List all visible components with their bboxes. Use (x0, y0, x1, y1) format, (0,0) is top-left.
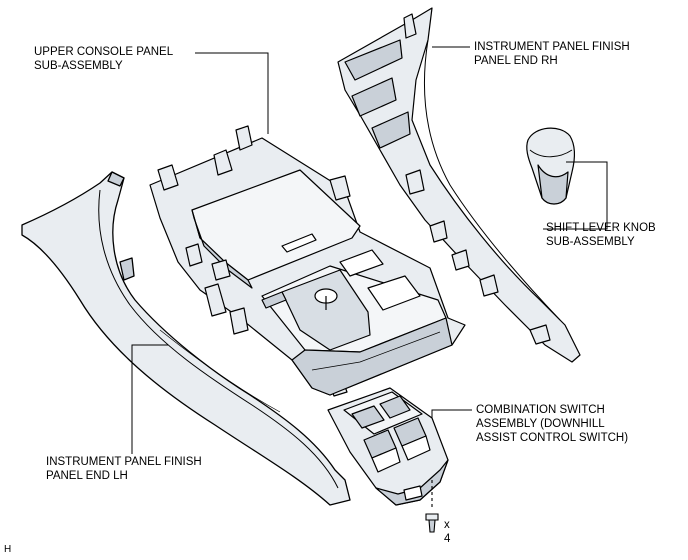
shift-lever-knob-part (526, 127, 575, 205)
label-line: SUB-ASSEMBLY (546, 236, 635, 248)
leader-lines (131, 46, 608, 454)
label-instrument-panel-rh: INSTRUMENT PANEL FINISH PANEL END RH (474, 40, 630, 68)
combination-switch-part (327, 387, 449, 506)
label-line: PANEL END RH (474, 55, 558, 67)
label-line: PANEL END LH (46, 470, 128, 482)
label-upper-console-panel: UPPER CONSOLE PANEL SUB-ASSEMBLY (34, 45, 173, 73)
instrument-panel-finish-rh-part (337, 7, 581, 363)
label-line: INSTRUMENT PANEL FINISH (46, 456, 202, 468)
label-line: UPPER CONSOLE PANEL (34, 46, 174, 58)
screw-part (425, 480, 439, 533)
screw-quantity-count: 4 (444, 533, 451, 545)
label-line: ASSEMBLY (DOWNHILL (476, 418, 605, 430)
instrument-panel-finish-lh-part (21, 171, 351, 506)
label-shift-lever-knob: SHIFT LEVER KNOB SUB-ASSEMBLY (546, 221, 656, 249)
corner-reference-letter: H (4, 544, 12, 555)
label-instrument-panel-lh: INSTRUMENT PANEL FINISH PANEL END LH (46, 455, 202, 483)
label-line: COMBINATION SWITCH (476, 404, 605, 416)
label-line: SHIFT LEVER KNOB (546, 222, 656, 234)
screw-quantity-x: x (444, 519, 450, 531)
label-line: SUB-ASSEMBLY (34, 60, 123, 72)
label-line: ASSIST CONTROL SWITCH) (476, 432, 629, 444)
label-combination-switch: COMBINATION SWITCH ASSEMBLY (DOWNHILL AS… (476, 403, 628, 445)
upper-console-panel-part (149, 125, 466, 397)
label-line: INSTRUMENT PANEL FINISH (474, 41, 630, 53)
